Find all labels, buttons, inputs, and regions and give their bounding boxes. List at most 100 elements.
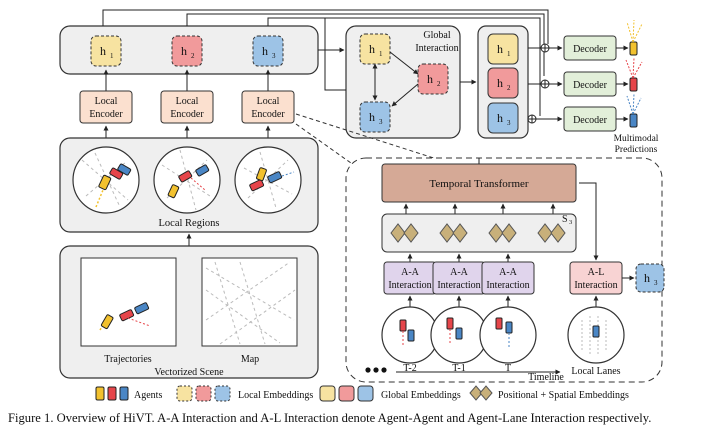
svg-text:Interaction: Interaction — [486, 280, 529, 291]
svg-text:S: S — [562, 214, 568, 225]
prediction-blue — [626, 93, 642, 128]
decoder-2: Decoder — [563, 71, 617, 97]
svg-text:Local: Local — [95, 96, 118, 107]
aa-interaction-1: A-A Interaction — [383, 261, 437, 295]
global-node-h1: h 1 — [359, 33, 391, 65]
svg-text:h: h — [100, 44, 106, 58]
local-encoder-1: Local Encoder — [79, 90, 133, 124]
svg-text:Encoder: Encoder — [251, 109, 285, 120]
svg-text:Interaction: Interaction — [415, 43, 458, 54]
svg-text:Local: Local — [257, 96, 280, 107]
svg-text:h: h — [497, 42, 503, 56]
svg-text:h: h — [427, 72, 433, 86]
aa-interaction-2: A-A Interaction — [432, 261, 486, 295]
svg-text:A-A: A-A — [499, 267, 518, 278]
map-panel — [201, 257, 298, 347]
svg-text:Interaction: Interaction — [574, 280, 617, 291]
figure-caption: Figure 1. Overview of HiVT. A-A Interact… — [8, 411, 652, 425]
svg-text:h: h — [644, 271, 650, 285]
svg-text:Encoder: Encoder — [170, 109, 204, 120]
trajectories-panel — [80, 257, 177, 347]
svg-text:T-2: T-2 — [403, 363, 417, 374]
local-embedding-h1: h 1 — [90, 35, 122, 67]
svg-text:h: h — [262, 44, 268, 58]
svg-text:2: 2 — [507, 84, 511, 92]
svg-text:T: T — [505, 363, 511, 374]
svg-text:h: h — [497, 111, 503, 125]
local-encoder-2: Local Encoder — [160, 90, 214, 124]
temporal-transformer: Temporal Transformer — [381, 163, 577, 203]
local-embedding-h3: h 3 — [252, 35, 284, 67]
local-lanes-label: Local Lanes — [571, 366, 620, 377]
time-step-t-minus-2 — [381, 306, 439, 364]
trajectories-label: Trajectories — [104, 354, 152, 365]
plus-2 — [540, 79, 550, 89]
legend-agents: Agents — [95, 386, 162, 401]
svg-text:1: 1 — [507, 50, 511, 58]
global-embedding-h1: h 1 — [487, 33, 519, 65]
svg-text:3: 3 — [507, 119, 511, 127]
svg-text:2: 2 — [437, 80, 441, 88]
svg-text:Agents: Agents — [134, 390, 162, 401]
local-region-2 — [153, 146, 221, 214]
local-encoder-3: Local Encoder — [241, 90, 295, 124]
local-region-3 — [234, 146, 302, 214]
local-region-1 — [72, 146, 140, 214]
svg-text:Positional + Spatial Embedding: Positional + Spatial Embeddings — [498, 390, 629, 401]
svg-text:A-A: A-A — [401, 267, 420, 278]
svg-text:3: 3 — [569, 219, 572, 226]
plus-1 — [540, 43, 550, 53]
svg-text:A-L: A-L — [588, 267, 605, 278]
svg-text:3: 3 — [272, 52, 276, 60]
global-embedding-h3: h 3 — [487, 102, 519, 134]
decoder-3: Decoder — [563, 106, 617, 132]
svg-text:Global: Global — [423, 30, 450, 41]
svg-text:Decoder: Decoder — [573, 115, 608, 126]
legend-global-embeddings: Global Embeddings — [319, 385, 461, 402]
global-embedding-h2: h 2 — [487, 67, 519, 99]
svg-text:Decoder: Decoder — [573, 44, 608, 55]
svg-text:3: 3 — [379, 118, 383, 126]
time-step-t-minus-1 — [430, 306, 488, 364]
local-embedding-h2: h 2 — [171, 35, 203, 67]
plus-3 — [527, 114, 537, 124]
aa-interaction-3: A-A Interaction — [481, 261, 535, 295]
al-interaction: A-L Interaction — [569, 261, 623, 295]
prediction-yellow — [626, 19, 643, 56]
time-step-t — [479, 306, 537, 364]
global-node-h2: h 2 — [417, 63, 449, 95]
decoder-1: Decoder — [563, 35, 617, 61]
pos-embeddings-tokens — [390, 223, 566, 243]
svg-text:h: h — [369, 110, 375, 124]
global-node-h3: h 3 — [359, 101, 391, 133]
timeline-label: Timeline — [528, 372, 564, 383]
prediction-red — [625, 57, 643, 92]
output-embedding-h3: h 3 — [635, 263, 665, 293]
svg-text:T-1: T-1 — [452, 363, 466, 374]
local-regions-label: Local Regions — [159, 218, 220, 229]
svg-text:1: 1 — [379, 50, 383, 58]
svg-text:A-A: A-A — [450, 267, 469, 278]
ellipsis-dots — [365, 367, 387, 373]
svg-text:Encoder: Encoder — [89, 109, 123, 120]
svg-text:2: 2 — [191, 52, 195, 60]
svg-text:Predictions: Predictions — [615, 145, 658, 155]
svg-text:h: h — [497, 76, 503, 90]
legend-local-embeddings: Local Embeddings — [176, 385, 313, 402]
legend-positional-spatial: Positional + Spatial Embeddings — [469, 385, 629, 401]
multimodal-predictions-label: Multimodal — [614, 134, 659, 144]
svg-text:Interaction: Interaction — [437, 280, 480, 291]
local-lanes-circle — [567, 306, 625, 364]
svg-text:3: 3 — [654, 279, 658, 287]
svg-text:Global Embeddings: Global Embeddings — [381, 390, 461, 401]
svg-text:Local: Local — [176, 96, 199, 107]
svg-text:h: h — [369, 42, 375, 56]
vectorized-scene-label: Vectorized Scene — [154, 367, 224, 378]
map-label: Map — [241, 354, 259, 365]
svg-text:Local Embeddings: Local Embeddings — [238, 390, 313, 401]
svg-text:h: h — [181, 44, 187, 58]
svg-text:1: 1 — [110, 52, 114, 60]
svg-text:Interaction: Interaction — [388, 280, 431, 291]
positional-embeddings-panel — [381, 213, 577, 253]
